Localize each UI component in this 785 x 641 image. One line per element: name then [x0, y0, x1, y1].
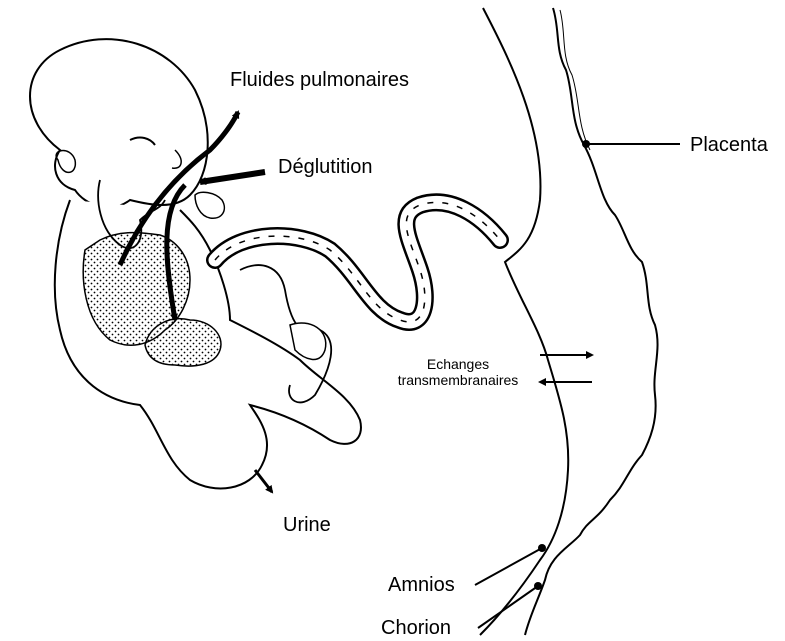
- placenta-outline: [525, 8, 658, 635]
- umbilical-cord-twist: [215, 202, 500, 322]
- amniotic-membrane: [480, 8, 568, 635]
- hand-shape: [195, 192, 224, 218]
- swallowing-arrow: [200, 172, 265, 182]
- placenta-leader-dot: [582, 140, 590, 148]
- label-urine: Urine: [283, 514, 331, 537]
- foot-shape: [290, 323, 326, 359]
- label-amnios: Amnios: [388, 574, 455, 597]
- label-exchanges: Echanges transmembranaires: [388, 356, 528, 388]
- umbilical-cord: [215, 202, 500, 322]
- label-exchanges-line2: transmembranaires: [388, 372, 528, 388]
- umbilical-cord-inner: [215, 202, 500, 322]
- intestines-shape: [145, 319, 221, 366]
- fetus-head: [30, 39, 208, 207]
- label-chorion: Chorion: [381, 617, 451, 640]
- label-swallowing: Déglutition: [278, 156, 373, 179]
- amnios-leader-dot: [538, 544, 546, 552]
- chorion-leader-dot: [534, 582, 542, 590]
- placenta-texture: [560, 10, 590, 150]
- label-pulmonary-fluids: Fluides pulmonaires: [230, 69, 409, 92]
- label-placenta: Placenta: [690, 134, 768, 157]
- label-exchanges-line1: Echanges: [388, 356, 528, 372]
- amnios-leader: [475, 548, 542, 585]
- urine-arrow: [255, 470, 272, 492]
